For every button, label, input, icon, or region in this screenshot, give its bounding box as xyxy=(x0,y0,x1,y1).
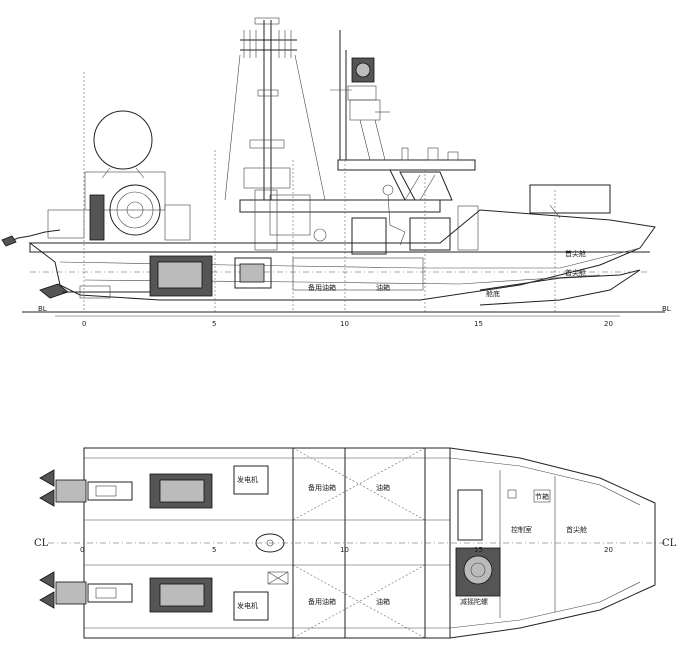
elev-tick-15: 15 xyxy=(474,320,483,328)
centerline-label-right: CL xyxy=(662,538,677,549)
label-small-box: 节箱 xyxy=(535,492,549,501)
plan-view: CL CL 0 5 10 15 20 发电机 发电机 备用油箱 备用油箱 油箱 … xyxy=(34,447,677,639)
label-oil-bottom: 油箱 xyxy=(376,597,390,606)
plan-tick-10: 10 xyxy=(340,546,349,554)
elev-tick-10: 10 xyxy=(340,320,349,328)
elev-tick-5: 5 xyxy=(212,320,216,328)
anchor-chain xyxy=(1,209,85,247)
label-oil-tank: 油箱 xyxy=(376,283,390,292)
propulsion-upper xyxy=(39,465,269,509)
deckhouse xyxy=(239,30,479,255)
label-oil-top: 油箱 xyxy=(376,483,390,492)
elevation-view: 备用油箱 油箱 首尖舱 首尖舱 舱底 BL BL 0 5 10 15 20 xyxy=(1,17,671,328)
label-spare-oil-bottom: 备用油箱 xyxy=(308,597,336,606)
engine-room xyxy=(39,255,424,299)
baseline-label-right: BL xyxy=(662,305,671,313)
label-generator-top: 发电机 xyxy=(237,475,258,484)
label-generator-bottom: 发电机 xyxy=(237,601,258,610)
label-control-room: 控制室 xyxy=(511,525,532,534)
elev-tick-0: 0 xyxy=(82,320,86,328)
bow-deck xyxy=(254,184,611,251)
propulsion-lower xyxy=(39,571,289,621)
radar-dome xyxy=(84,110,191,241)
plan-tick-5: 5 xyxy=(212,546,216,554)
main-mast xyxy=(224,17,326,201)
frame-lines xyxy=(83,72,556,312)
label-hull-note: 舱底 xyxy=(486,289,500,298)
label-reducer: 减摇陀螺 xyxy=(460,597,488,606)
centerline-label-left: CL xyxy=(34,538,49,549)
label-bow-void-sub: 首尖舱 xyxy=(565,268,586,277)
baseline-label-left: BL xyxy=(38,305,47,313)
label-bow-void-plan: 首尖舱 xyxy=(566,525,587,534)
plan-tick-20: 20 xyxy=(604,546,613,554)
label-spare-oil-tank: 备用油箱 xyxy=(308,283,336,292)
console-box xyxy=(457,489,483,541)
plan-tick-0: 0 xyxy=(80,546,84,554)
label-spare-oil-top: 备用油箱 xyxy=(308,483,336,492)
elev-tick-20: 20 xyxy=(604,320,613,328)
plan-hull-outline xyxy=(83,447,656,639)
plan-tick-15: 15 xyxy=(474,546,483,554)
label-bow-void: 首尖舱 xyxy=(565,249,586,258)
